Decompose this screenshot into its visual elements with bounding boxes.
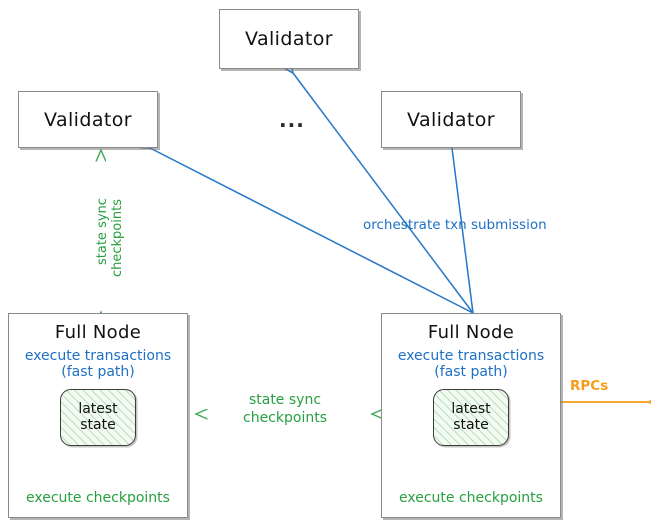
full-node-right-fast-path-line1: execute transactions [397,348,545,364]
full-node-left-title: Full Node [54,322,142,343]
edge-label-state-sync-middle-line2: checkpoints [243,409,327,426]
full-node-left-state-line2: state [80,416,116,433]
full-node-left[interactable]: Full Node execute transactions (fast pat… [8,313,188,518]
validator-right-label: Validator [407,108,495,131]
full-node-left-fast-path-line1: execute transactions [24,348,172,364]
full-node-right-execute-checkpoints: execute checkpoints [399,490,543,506]
validators-ellipsis: ... [279,108,305,132]
full-node-left-state-line1: latest [78,401,118,418]
validator-top[interactable]: Validator [219,9,359,69]
edge-label-rpcs: RPCs [570,378,609,394]
full-node-left-execute-checkpoints: execute checkpoints [26,490,170,506]
full-node-right-fast-path: execute transactions (fast path) [398,348,544,380]
full-node-right-title: Full Node [427,322,515,343]
edge-label-state-sync-vertical-line2: checkpoints [110,199,125,277]
edge-label-state-sync-middle: state sync checkpoints [225,392,345,427]
edge-label-state-sync-vertical-line1: state sync [95,198,110,265]
full-node-right[interactable]: Full Node execute transactions (fast pat… [381,313,561,518]
full-node-right-state-line2: state [453,416,489,433]
full-node-left-fast-path: execute transactions (fast path) [25,348,171,380]
edge-label-orchestrate-txn-submission: orchestrate txn submission [363,217,547,233]
validator-left[interactable]: Validator [18,91,158,148]
edge-label-state-sync-middle-line1: state sync [248,392,322,408]
validator-left-label: Validator [44,108,132,131]
full-node-right-fast-path-line2: (fast path) [434,364,508,381]
validator-top-label: Validator [245,28,333,50]
full-node-left-latest-state[interactable]: latest state [60,389,136,447]
full-node-right-state-line1: latest [451,401,491,418]
full-node-right-latest-state[interactable]: latest state [433,389,509,447]
validator-right[interactable]: Validator [381,91,521,148]
full-node-left-fast-path-line2: (fast path) [61,364,135,381]
